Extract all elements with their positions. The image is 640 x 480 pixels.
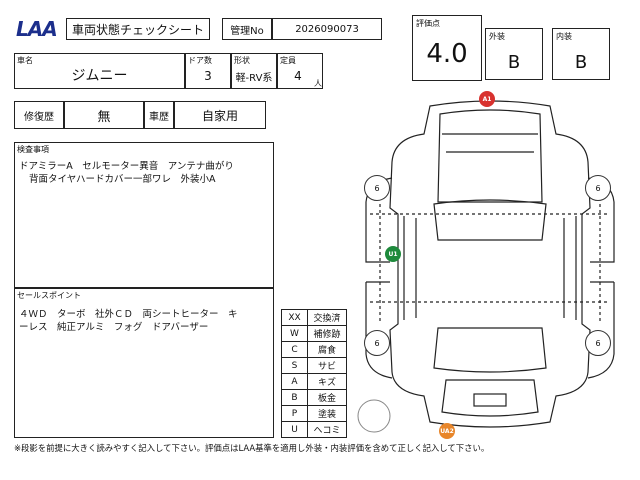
legend-desc: 交換済	[307, 309, 347, 326]
legend-code: U	[281, 421, 308, 438]
car-name-label: 車名	[17, 56, 33, 65]
selling-points-label: セールスポイント	[17, 291, 81, 300]
tire-front-right: 6	[585, 175, 611, 201]
exterior-grade-box: 外装 B	[485, 28, 543, 80]
legend-code: XX	[281, 309, 308, 326]
grade-score-label: 評価点	[416, 19, 440, 28]
car-diagram	[357, 100, 615, 433]
selling-line-1: ４ＷＤ ターボ 社外ＣＤ 両シートヒーター キ	[19, 309, 238, 320]
capacity-label: 定員	[280, 56, 296, 65]
legend-desc: サビ	[307, 357, 347, 374]
inspection-box: 検査事項 ドアミラーA セルモーター異音 アンテナ曲がり 背面タイヤハードカバー…	[14, 142, 274, 288]
car-name-box: 車名 ジムニー	[14, 53, 185, 89]
legend-desc: 腐食	[307, 341, 347, 358]
legend-code: B	[281, 389, 308, 406]
footer-note: ※段影を前提に大きく読みやすく記入して下さい。評価点はLAA基準を適用し外装・内…	[14, 443, 490, 453]
legend-desc: ヘコミ	[307, 421, 347, 438]
tire-front-left: 6	[364, 175, 390, 201]
tire-rear-right: 6	[585, 330, 611, 356]
car-name: ジムニー	[71, 68, 128, 84]
shape-box: 形状 軽-RV系	[231, 53, 277, 89]
grade-score-box: 評価点 4.0	[412, 15, 482, 81]
legend-desc: 板金	[307, 389, 347, 406]
doors-value: 3	[204, 69, 212, 83]
mgmt-no: 2026090073	[272, 18, 382, 40]
grade-score: 4.0	[426, 39, 468, 69]
legend-desc: 補修跡	[307, 325, 347, 342]
inspection-line-2: 背面タイヤハードカバー一部ワレ 外装小A	[29, 174, 216, 185]
inspection-line-1: ドアミラーA セルモーター異音 アンテナ曲がり	[19, 161, 234, 172]
repair-value: 無	[64, 101, 144, 129]
legend-desc: 塗装	[307, 405, 347, 422]
selling-points-box: セールスポイント ４ＷＤ ターボ 社外ＣＤ 両シートヒーター キ ーレス 純正ア…	[14, 288, 274, 438]
usage-label: 車歴	[144, 101, 174, 129]
interior-grade-box: 内装 B	[552, 28, 610, 80]
legend-code: C	[281, 341, 308, 358]
damage-marker-ua2: UA2	[439, 423, 455, 439]
repair-label: 修復歴	[14, 101, 64, 129]
usage-value: 自家用	[174, 101, 266, 129]
legend-code: P	[281, 405, 308, 422]
mgmt-label: 管理No	[222, 18, 272, 40]
exterior-label: 外装	[489, 32, 505, 41]
selling-line-2: ーレス 純正アルミ フォグ ドアバーザー	[19, 322, 209, 333]
capacity-unit: 人	[314, 79, 322, 88]
exterior-grade: B	[507, 51, 521, 73]
interior-label: 内装	[556, 32, 572, 41]
legend-code: W	[281, 325, 308, 342]
legend-desc: キズ	[307, 373, 347, 390]
damage-marker-u1: U1	[385, 246, 401, 262]
sheet-title: 車両状態チェックシート	[66, 18, 210, 40]
shape-label: 形状	[234, 56, 250, 65]
legend-code: S	[281, 357, 308, 374]
inspection-label: 検査事項	[17, 145, 49, 154]
damage-marker-a1: A1	[479, 91, 495, 107]
doors-box: ドア数 3	[185, 53, 231, 89]
shape-value: 軽-RV系	[235, 72, 273, 84]
laa-logo: LAA	[16, 17, 58, 41]
legend-code: A	[281, 373, 308, 390]
capacity-value: 4	[294, 69, 302, 83]
capacity-box: 定員 4 人	[277, 53, 323, 89]
doors-label: ドア数	[188, 56, 212, 65]
tire-rear-left: 6	[364, 330, 390, 356]
interior-grade: B	[574, 51, 588, 73]
